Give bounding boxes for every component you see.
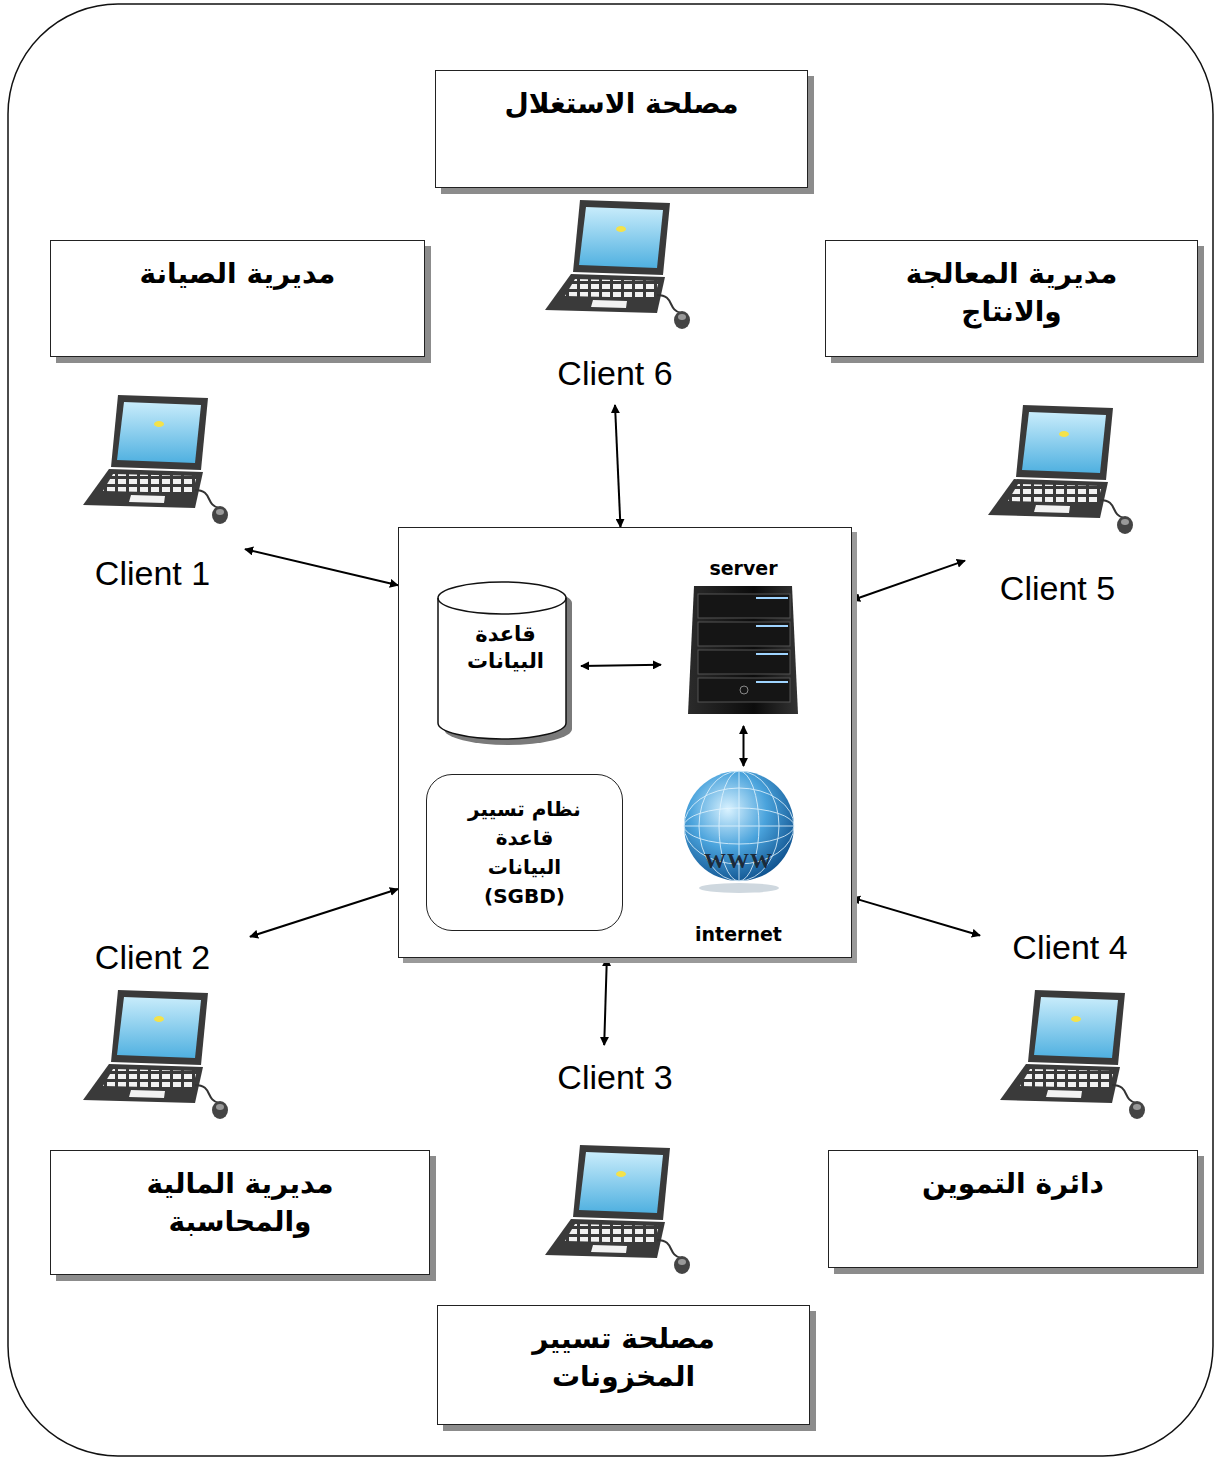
node-label: مديرية الصيانة [91, 255, 384, 293]
client-laptop: Client 4 [980, 915, 1160, 1120]
client-laptop: Client 3 [525, 1045, 705, 1275]
connector-arrow [852, 898, 980, 936]
client-label: Client 1 [95, 553, 210, 593]
laptop-icon [1000, 990, 1145, 1119]
department-box: مديرية الصيانة [50, 240, 425, 357]
node-label: مديرية المالية والمحاسبة [91, 1165, 389, 1241]
laptop-icon [990, 985, 1150, 1120]
client-laptop: Client 5 [965, 400, 1150, 620]
node-label: دائرة التموين [869, 1165, 1157, 1203]
connector-arrow [604, 958, 607, 1045]
laptop-icon [545, 1145, 690, 1274]
laptop-icon [545, 200, 690, 329]
department-box: دائرة التموين [828, 1150, 1198, 1268]
server-icon [674, 580, 814, 720]
client-label: Client 4 [1012, 927, 1127, 967]
laptop-icon [73, 985, 233, 1120]
dbms-box: نظام تسيير قاعدة البيانات (SGBD) [426, 774, 623, 931]
globe-icon [674, 766, 804, 896]
department-box: مديرية المالية والمحاسبة [50, 1150, 430, 1275]
node-label: server [709, 556, 777, 580]
globe-icon [684, 771, 794, 893]
node-label: مصلحة الاستغلال [476, 85, 767, 123]
connector-arrow [615, 405, 620, 527]
node-label: مديرية المعالجة والانتاج [866, 255, 1157, 331]
client-label: Client 2 [95, 937, 210, 977]
connector-arrow [250, 889, 398, 937]
node-label: internet [695, 922, 782, 946]
client-label: Client 5 [1000, 568, 1115, 608]
laptop-icon [978, 400, 1138, 535]
connector-arrow [245, 549, 398, 585]
client-label: Client 6 [557, 353, 672, 393]
outer-frame-outline [8, 4, 1213, 1456]
department-box: مصلحة الاستغلال [435, 70, 808, 188]
client-laptop: Client 6 [515, 195, 715, 405]
server-block: server قاعدة البيانات نظام تسيير قاعدة الب… [398, 527, 852, 958]
node-label: مصلحة تسيير المخزونات [478, 1320, 769, 1396]
server-icon [688, 586, 798, 714]
node-label: قاعدة البيانات [448, 621, 563, 676]
connector-arrow [852, 561, 965, 601]
laptop-icon [535, 195, 695, 330]
laptop-icon [83, 990, 228, 1119]
client-laptop: Client 1 [60, 390, 245, 605]
laptop-icon [73, 390, 233, 525]
database-cylinder: قاعدة البيانات [436, 581, 581, 751]
department-box: مصلحة تسيير المخزونات [437, 1305, 810, 1425]
laptop-icon [535, 1140, 695, 1275]
laptop-icon [988, 405, 1133, 534]
client-label: Client 3 [557, 1057, 672, 1097]
laptop-icon [83, 395, 228, 524]
globe-caption: WWW [704, 848, 773, 874]
database-icon [438, 582, 572, 745]
server-machine: server [661, 556, 826, 726]
node-label: نظام تسيير قاعدة البيانات (SGBD) [457, 795, 592, 911]
department-box: مديرية المعالجة والانتاج [825, 240, 1198, 357]
client-laptop: Client 2 [55, 925, 250, 1120]
connector-arrow [581, 665, 661, 666]
connector-arrow [743, 726, 745, 766]
